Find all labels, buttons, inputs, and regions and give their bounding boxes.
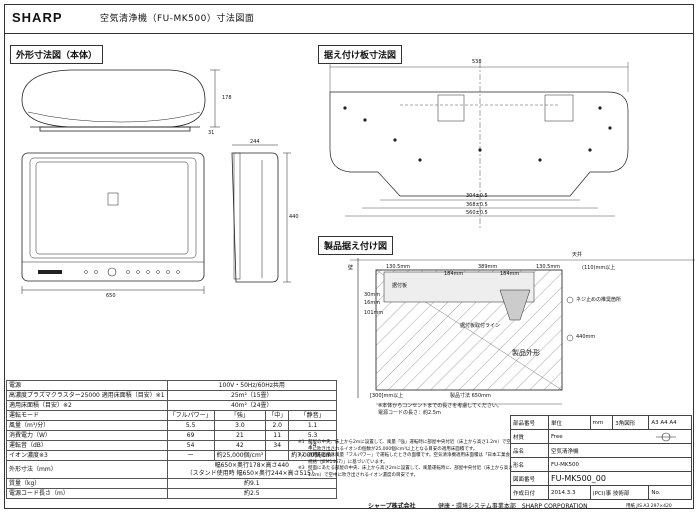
plate-drawing: [329, 62, 629, 230]
plate-dim-b3: 560±0.5: [466, 210, 488, 216]
dim-depth: 31: [208, 130, 215, 136]
paper-size: 用紙 JIS A3 297×420: [626, 504, 672, 509]
section-install: 製品据え付け図: [318, 236, 394, 255]
install-d1: 130.5mm: [386, 264, 411, 270]
install-d3: 130.5mm: [536, 264, 561, 270]
product-outline-label: 製品外形: [512, 349, 540, 357]
install-d6: 30mm: [364, 292, 381, 298]
spec-row: 外形寸法（mm）幅650×奥行178×高さ440 （スタンド使用時 幅650×奥…: [6, 460, 337, 479]
division-name: 健康・環境システム事業本部 SHARP CORPORATION: [438, 503, 588, 510]
install-h440: 440mm: [576, 334, 596, 340]
header-divider: [4, 33, 694, 34]
floor-gap: [300]mm以上: [370, 393, 404, 399]
spec-row: 電源コード長さ（m）約2.5: [6, 488, 337, 499]
drawing-frame: [4, 4, 694, 509]
install-d2: 389mm: [478, 264, 498, 270]
spec-row: 質量（kg）約9.1: [6, 478, 337, 489]
front-logo-mark: [38, 270, 62, 274]
install-d4: 184mm: [444, 271, 464, 277]
company-name: シャープ株式会社: [368, 503, 416, 510]
install-note1: ※本体からコンセントまでの長さを考慮してください。: [378, 403, 502, 409]
plate-label: 据付板: [392, 283, 408, 289]
install-d8: 101mm: [364, 310, 384, 316]
screw-note: ネジ止めの推奨箇所: [576, 297, 622, 303]
plate-dim-b1: 304±0.5: [466, 193, 488, 199]
top-view-outline: [21, 69, 206, 128]
ceiling-label: 天井: [572, 252, 583, 258]
install-top-gap: (110)mm以上: [582, 265, 616, 271]
plate-line-label: 据付板取付ライン: [460, 323, 501, 329]
dim-side-depth: 244: [250, 139, 260, 145]
dim-height: 178: [222, 95, 232, 101]
wall-label: 壁: [348, 265, 354, 271]
side-view-outline: [231, 152, 279, 283]
section-exterior: 外形寸法図（本体）: [10, 45, 104, 64]
front-view-outline: [21, 152, 205, 282]
plate-dim-top: 538: [472, 59, 482, 65]
sharp-logo: SHARP: [12, 10, 63, 25]
document-title: 空気清浄機（FU-MK500）寸法図面: [100, 14, 255, 24]
total-width: 製品寸法 650mm: [450, 393, 491, 399]
dim-side-height: 440: [289, 214, 299, 220]
section-plate: 据え付け板寸法図: [318, 45, 403, 64]
install-d5: 184mm: [500, 271, 520, 277]
install-d7: 16mm: [364, 300, 381, 306]
install-note2: 電源コードの長さ：約2.5m: [378, 410, 441, 416]
spec-op-header: 運転モード「フルパワー」「強」「中」「静音」: [6, 410, 337, 421]
plate-dim-b2: 368±0.5: [466, 202, 488, 208]
dim-width: 650: [106, 293, 116, 299]
